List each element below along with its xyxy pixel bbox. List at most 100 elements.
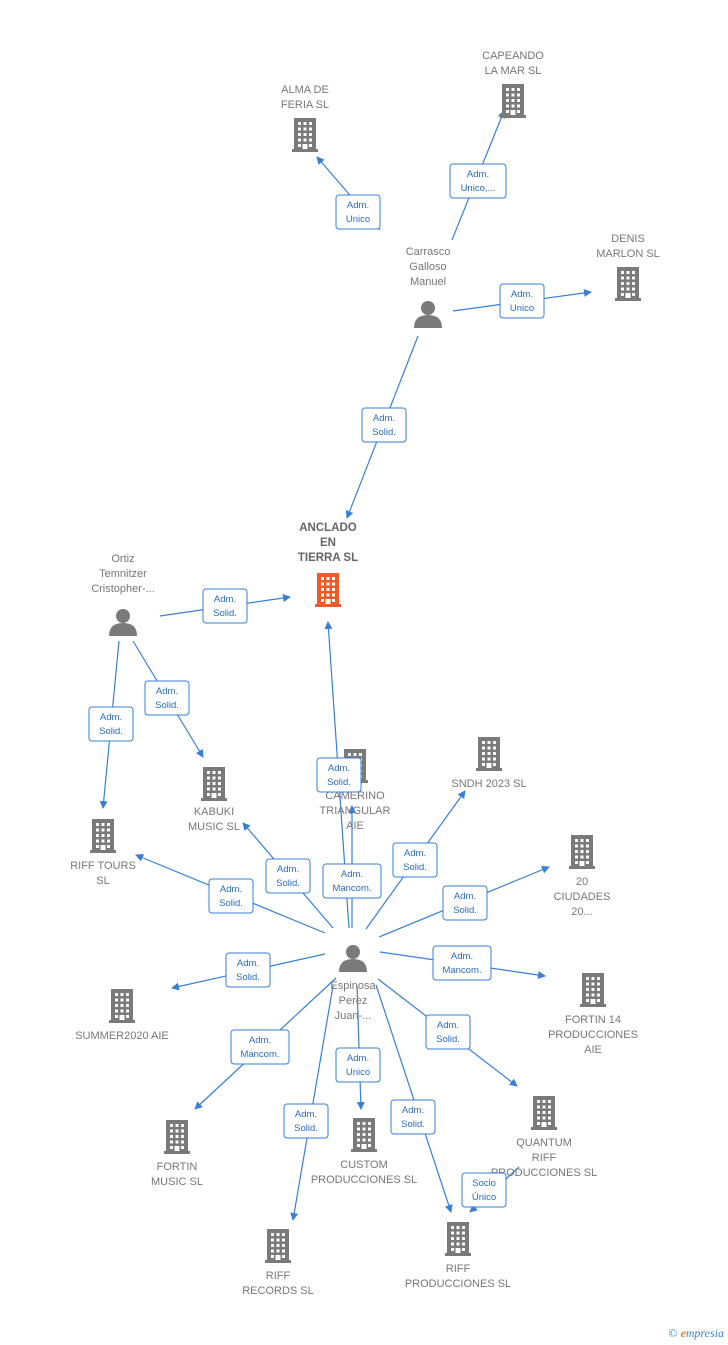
empresia-watermark[interactable]: ©empresia <box>668 1326 724 1341</box>
edge-label-text: Adm. <box>404 848 426 859</box>
building-icon <box>531 1096 557 1130</box>
edge-label-text: Adm. <box>373 413 395 424</box>
node-label: RECORDS SL <box>242 1285 314 1297</box>
edge-label-text: Adm. <box>347 200 369 211</box>
node-summer[interactable]: SUMMER2020 AIE <box>75 989 169 1042</box>
node-label: MARLON SL <box>596 248 660 260</box>
node-label: RIFF <box>532 1152 557 1164</box>
edge-label-box <box>202 588 248 624</box>
node-label: SNDH 2023 SL <box>451 778 526 790</box>
edge-label-espinosa-riffrecords[interactable]: Adm.Solid. <box>283 1103 329 1139</box>
node-label: Temnitzer <box>99 568 147 580</box>
edge-label-box <box>88 706 134 742</box>
edge-label-espinosa-fortin14[interactable]: Adm.Mancom. <box>432 945 492 981</box>
edge-label-box <box>283 1103 329 1139</box>
edge-label-text: Mancom. <box>332 883 371 894</box>
edge-label-ortiz-anclado[interactable]: Adm.Solid. <box>202 588 248 624</box>
edge-label-text: Solid. <box>401 1119 425 1130</box>
person-icon <box>414 301 442 328</box>
node-label: 20 <box>576 876 588 888</box>
node-label: EN <box>320 537 336 549</box>
edge-label-carrasco-denis[interactable]: Adm.Unico <box>499 283 545 319</box>
edge-label-carrasco-capeando[interactable]: Adm. Unico,... <box>449 163 507 199</box>
edge-label-carrasco-alma[interactable]: Adm. Unico <box>335 194 381 230</box>
edge-label-text: Adm. <box>237 958 259 969</box>
edge-label-espinosa-kabuki[interactable]: Adm.Solid. <box>265 858 311 894</box>
edge-label-box <box>144 680 190 716</box>
edge-label-carrasco-anclado[interactable]: Adm.Solid. <box>361 407 407 443</box>
edge-label-box <box>225 952 271 988</box>
edge-label-espinosa-ciudades[interactable]: Adm.Solid. <box>442 885 488 921</box>
edge-label-espinosa-anclado[interactable]: Adm.Solid. <box>316 757 362 793</box>
edge-label-text: Unico <box>510 303 534 314</box>
edge-label-espinosa-sndh[interactable]: Adm.Solid. <box>392 842 438 878</box>
edge-label-espinosa-rifftours[interactable]: Adm.Solid. <box>208 878 254 914</box>
edge-label-text: Mancom. <box>240 1049 279 1060</box>
building-icon <box>315 573 341 607</box>
building-icon <box>109 989 135 1023</box>
node-espinosa[interactable]: EspinosaPerezJuan-... <box>330 945 377 1022</box>
edge-label-box <box>335 1047 381 1083</box>
node-label: FERIA SL <box>281 99 329 111</box>
edge-label-ortiz-rifftours[interactable]: Adm.Solid. <box>88 706 134 742</box>
edge-label-text: Adm. <box>214 594 236 605</box>
node-label: Cristopher-... <box>91 583 155 595</box>
edge-label-espinosa-summer[interactable]: Adm.Solid. <box>225 952 271 988</box>
building-icon <box>615 267 641 301</box>
person-icon <box>339 945 367 972</box>
edge-label-espinosa-fortinmusic[interactable]: Adm.Mancom. <box>230 1029 290 1065</box>
node-sndh[interactable]: SNDH 2023 SL <box>451 737 527 790</box>
node-ciudades[interactable]: 20CIUDADES20... <box>554 835 611 918</box>
edge-label-text: Unico <box>346 214 370 225</box>
building-icon <box>164 1120 190 1154</box>
edge-label-espinosa-quantum[interactable]: Adm.Solid. <box>425 1014 471 1050</box>
edge-label-text: Adm. <box>341 869 363 880</box>
node-label: FORTIN <box>157 1161 198 1173</box>
brand-initial: e <box>680 1326 686 1340</box>
node-label: PRODUCCIONES SL <box>405 1278 511 1290</box>
edge-label-text: Adm. <box>295 1109 317 1120</box>
node-label: AIE <box>584 1044 602 1056</box>
edge-label-box <box>361 407 407 443</box>
edge-labels-layer: Adm.UnicoAdm.Unico,...Adm.UnicoAdm.Solid… <box>88 163 545 1208</box>
edge-label-text: Adm. <box>328 763 350 774</box>
edge-label-text: Mancom. <box>442 965 481 976</box>
edge-label-text: Unico,... <box>461 183 496 194</box>
edge-label-espinosa-riffprod[interactable]: Adm.Solid. <box>390 1099 436 1135</box>
edge-label-espinosa-camerino[interactable]: Adm. Mancom. <box>322 863 382 899</box>
building-icon <box>476 737 502 771</box>
person-icon <box>109 609 137 636</box>
node-riffrecords[interactable]: RIFF RECORDS SL <box>242 1229 314 1297</box>
edge-label-ortiz-kabuki[interactable]: Adm.Solid. <box>144 680 190 716</box>
node-fortinmusic[interactable]: FORTIN MUSIC SL <box>151 1120 203 1188</box>
node-label: Manuel <box>410 276 446 288</box>
edge-label-espinosa-custom[interactable]: Adm.Unico <box>335 1047 381 1083</box>
node-label: RIFF TOURS <box>70 860 136 872</box>
building-icon <box>90 819 116 853</box>
node-label: 20... <box>571 906 592 918</box>
node-label: Carrasco <box>406 246 451 258</box>
node-label: Galloso <box>409 261 446 273</box>
edge-label-text: Adm. <box>467 169 489 180</box>
edge-label-box <box>392 842 438 878</box>
node-ortiz[interactable]: OrtizTemnitzerCristopher-... <box>91 553 155 636</box>
node-label: RIFF <box>266 1270 291 1282</box>
node-label: MUSIC SL <box>151 1176 203 1188</box>
node-label: FORTIN 14 <box>565 1014 621 1026</box>
node-label: Espinosa <box>330 980 376 992</box>
edge-label-box <box>230 1029 290 1065</box>
node-label: CAMERINO <box>325 790 385 802</box>
